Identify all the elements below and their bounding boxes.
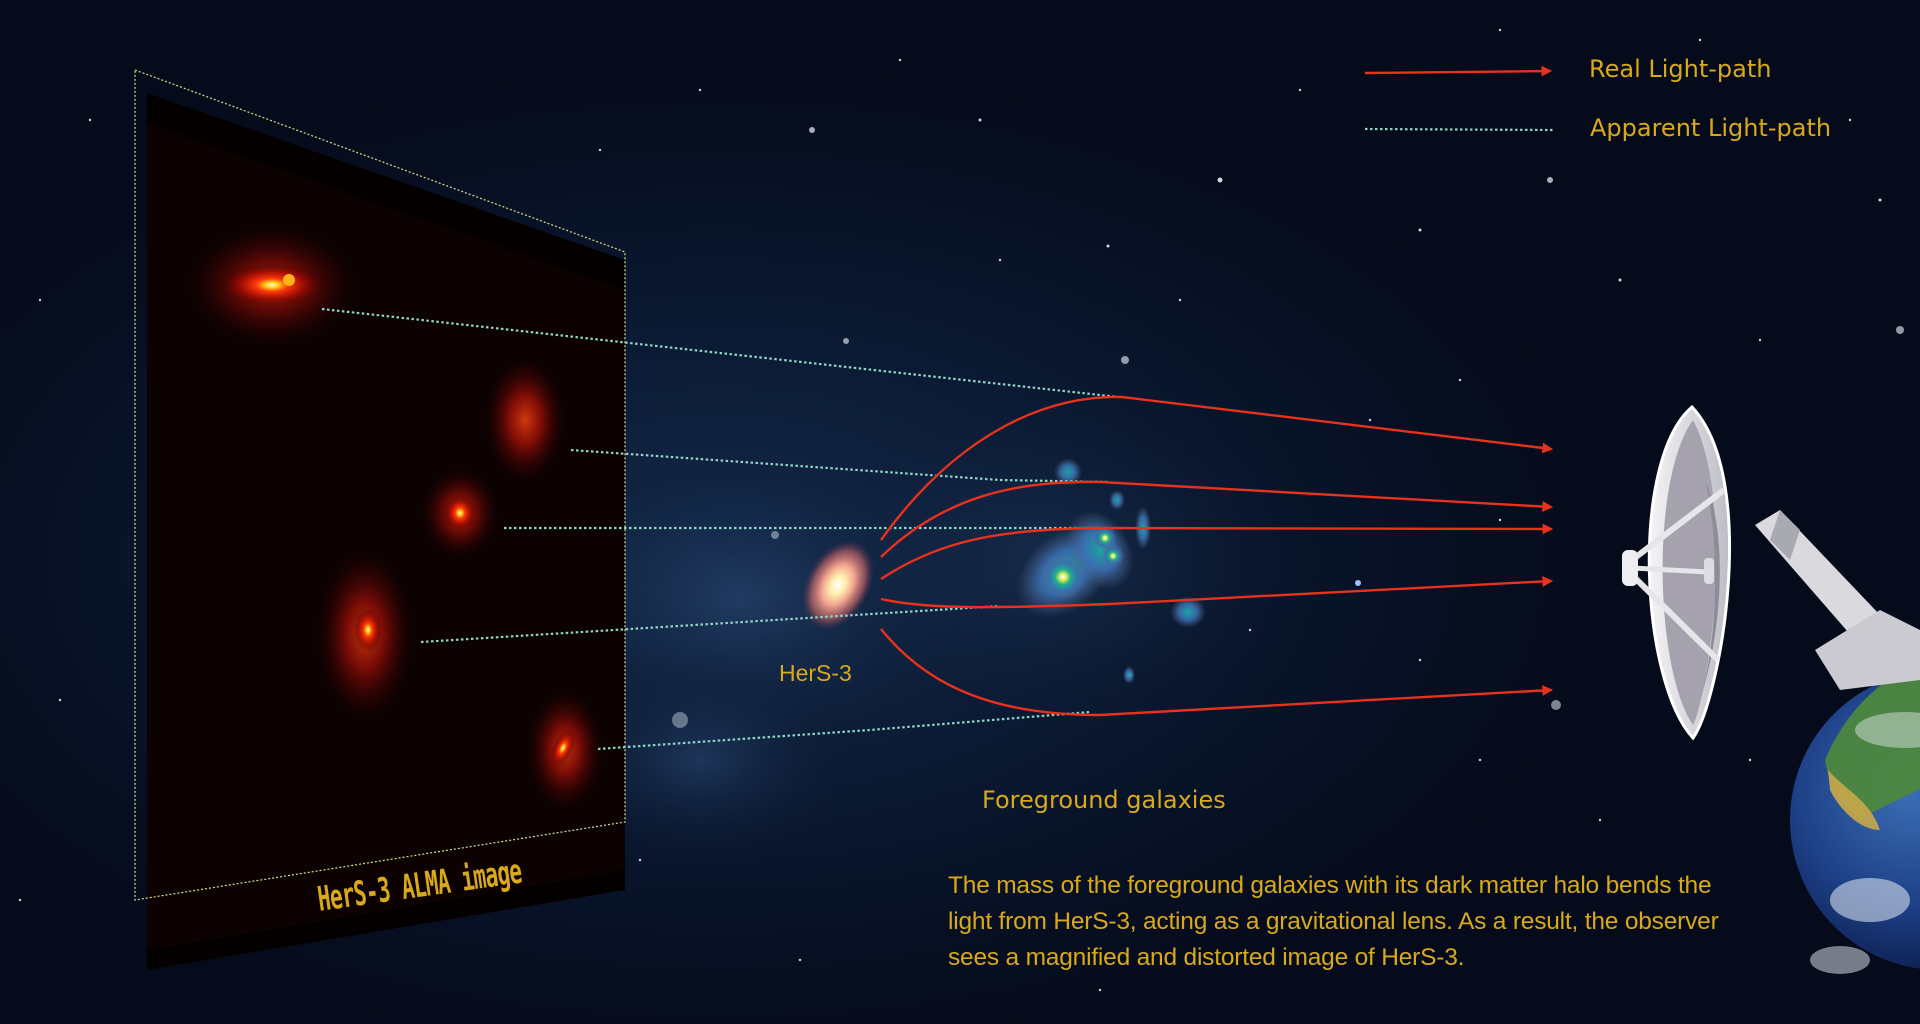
real-light-paths: [880, 395, 1554, 717]
hers3-label: HerS-3: [779, 660, 852, 686]
earth-globe-icon: [1790, 661, 1920, 974]
apparent-light-path-swatch: [1364, 127, 1554, 132]
star-field: [18, 28, 1904, 992]
explanation-caption: The mass of the foreground galaxies with…: [948, 872, 1719, 971]
lensed-image-3: [422, 468, 498, 558]
radio-telescope-dish-icon: [1622, 404, 1920, 741]
lensed-image-4: [317, 550, 413, 720]
legend-swatches: [1364, 65, 1554, 132]
legend-apparent-light-path-label: Apparent Light-path: [1590, 114, 1832, 142]
lensed-image-2: [485, 358, 565, 482]
legend-real-light-path-label: Real Light-path: [1589, 55, 1772, 83]
foreground-galaxies: [1016, 458, 1206, 684]
real-light-path-swatch: [1364, 65, 1553, 77]
lensed-image-5: [527, 690, 603, 810]
lensed-image-1: [187, 225, 357, 345]
hers3-galaxy: [801, 540, 875, 630]
foreground-galaxies-label: Foreground galaxies: [982, 786, 1226, 814]
apparent-light-paths: [321, 307, 1119, 751]
alma-image-panel: [134, 69, 626, 970]
